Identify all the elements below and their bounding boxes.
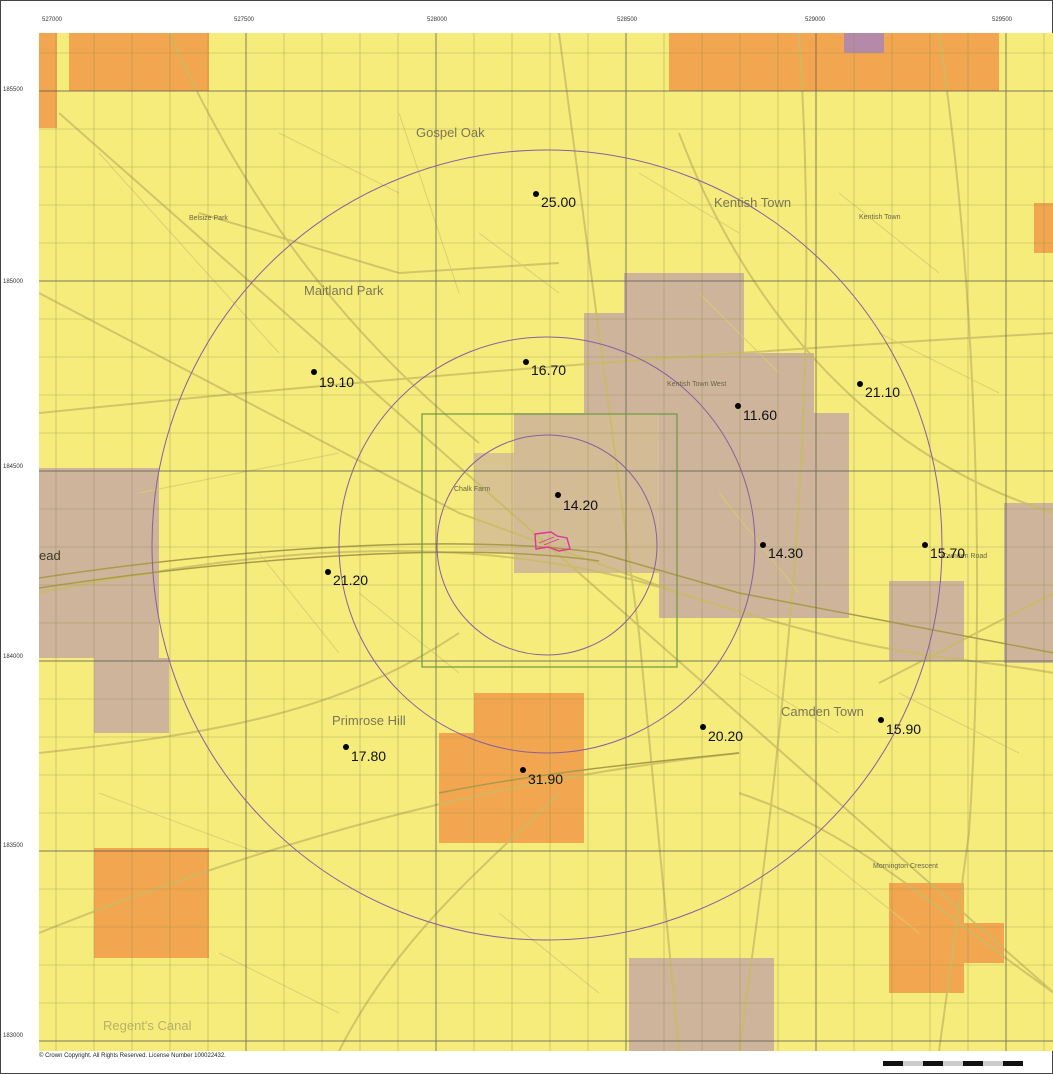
map-canvas[interactable]: Gospel Oak Kentish Town Maitland Park Pr… — [39, 33, 1053, 1051]
x-tick-529500: 529500 — [991, 17, 1013, 23]
place-kentish-town: Kentish Town — [714, 195, 792, 210]
x-tick-527500: 527500 — [233, 17, 255, 23]
cell-orange — [1034, 203, 1053, 253]
y-tick-185000: 185000 — [3, 279, 24, 285]
x-tick-529000: 529000 — [804, 17, 826, 23]
measurement-label: 14.30 — [768, 545, 804, 561]
measurement-dot[interactable] — [878, 717, 884, 723]
cell-tan — [39, 468, 159, 658]
place-kentish-town-small: Kentish Town — [859, 214, 901, 221]
place-mornington-crescent: Mornington Crescent — [873, 863, 938, 870]
place-belsize-park: Belsize Park — [189, 215, 228, 222]
scale-segment — [883, 1061, 903, 1066]
measurement-label: 14.20 — [563, 497, 599, 513]
place-regents-canal: Regent's Canal — [103, 1018, 192, 1033]
street-network — [39, 33, 1053, 1051]
place-road-fragment: ead — [39, 548, 61, 563]
measurement-label: 11.60 — [743, 407, 777, 423]
scale-segment — [923, 1061, 943, 1066]
measurement-label: 20.20 — [708, 728, 744, 744]
measurement-dot[interactable] — [735, 403, 741, 409]
scale-segment — [963, 1061, 983, 1066]
minor-streets — [98, 112, 1020, 1014]
place-camden-town: Camden Town — [781, 704, 864, 719]
cell-orange — [94, 848, 209, 958]
cell-orange — [39, 33, 57, 128]
measurement-dot[interactable] — [520, 767, 526, 773]
measurement-dot[interactable] — [343, 744, 349, 750]
cell-orange — [669, 33, 999, 91]
scale-segment — [943, 1061, 963, 1066]
cell-orange — [474, 693, 584, 733]
measurement-dot[interactable] — [325, 569, 331, 575]
place-kentish-town-west: Kentish Town West — [667, 381, 727, 388]
place-gospel-oak: Gospel Oak — [416, 125, 485, 140]
copyright-notice: © Crown Copyright. All Rights Reserved. … — [39, 1053, 226, 1059]
measurement-dot[interactable] — [311, 369, 317, 375]
y-tick-185500: 185500 — [3, 87, 24, 93]
place-chalk-farm: Chalk Farm — [454, 486, 491, 493]
y-tick-183000: 183000 — [3, 1033, 24, 1039]
y-tick-184000: 184000 — [3, 654, 24, 660]
cell-purple — [844, 33, 884, 53]
place-primrose-hill: Primrose Hill — [332, 713, 406, 728]
cell-tan — [624, 273, 744, 413]
measurement-dot[interactable] — [700, 724, 706, 730]
study-area-box — [421, 413, 678, 668]
measurement-dot[interactable] — [760, 542, 766, 548]
measurement-label: 17.80 — [351, 748, 387, 764]
cell-tan — [474, 453, 514, 553]
measurement-dot[interactable] — [922, 542, 928, 548]
concentration-cells — [39, 33, 1053, 1051]
measurement-label: 15.70 — [930, 545, 966, 561]
x-tick-528000: 528000 — [426, 17, 448, 23]
measurement-label: 31.90 — [528, 771, 564, 787]
cell-tan — [744, 353, 814, 413]
place-maitland-park: Maitland Park — [304, 283, 384, 298]
measurement-dot[interactable] — [523, 359, 529, 365]
scale-segment — [983, 1061, 1003, 1066]
buffer-rings — [151, 149, 943, 941]
scale-bar — [883, 1053, 1043, 1066]
x-tick-527000: 527000 — [41, 17, 63, 23]
measurement-label: 19.10 — [319, 374, 355, 390]
map-svg — [39, 33, 1053, 1051]
cell-tan — [659, 413, 849, 618]
cell-tan — [629, 958, 774, 1051]
x-tick-528500: 528500 — [616, 17, 638, 23]
measurement-label: 21.10 — [865, 384, 901, 400]
measurement-label: 25.00 — [541, 194, 577, 210]
y-tick-184500: 184500 — [3, 464, 24, 470]
place-camden-road: Camden Road — [942, 553, 988, 560]
measurement-label: 16.70 — [531, 362, 567, 378]
cell-orange — [69, 33, 209, 91]
site-boundary — [534, 531, 571, 552]
cell-tan — [1004, 503, 1053, 663]
scale-segment — [903, 1061, 923, 1066]
scale-segment — [1003, 1061, 1023, 1066]
major-grid — [39, 33, 1053, 1051]
measurement-label: 15.90 — [886, 721, 922, 737]
measurement-label: 21.20 — [333, 572, 369, 588]
cell-tan — [889, 581, 964, 661]
measurement-dot[interactable] — [533, 191, 539, 197]
y-tick-183500: 183500 — [3, 843, 24, 849]
measurement-dot[interactable] — [555, 492, 561, 498]
measurement-dot[interactable] — [857, 381, 863, 387]
cell-tan — [94, 658, 169, 733]
